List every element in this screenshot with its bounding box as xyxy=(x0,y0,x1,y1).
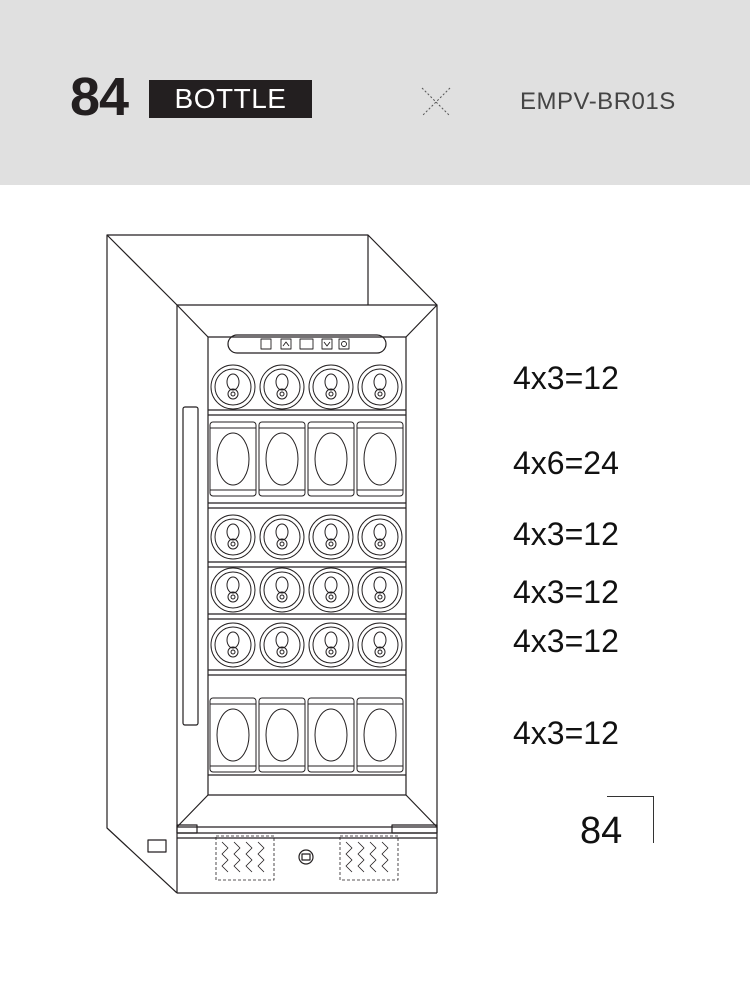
can-3-2 xyxy=(259,514,305,560)
up-arrow-icon xyxy=(280,338,292,350)
can-5-2 xyxy=(259,622,305,668)
vent-grille-left xyxy=(215,835,275,881)
can-6-1 xyxy=(209,697,257,773)
model-number: EMPV-BR01S xyxy=(520,88,676,115)
header-band xyxy=(0,0,750,185)
can-3-1 xyxy=(210,514,256,560)
can-5-4 xyxy=(357,622,403,668)
down-arrow-icon xyxy=(321,338,333,350)
can-1-3 xyxy=(308,364,354,410)
can-4-3 xyxy=(308,567,354,613)
can-2-1 xyxy=(209,421,257,497)
bottle-tag: BOTTLE xyxy=(149,80,312,118)
can-4-1 xyxy=(210,567,256,613)
door-frame xyxy=(176,304,438,828)
can-6-3 xyxy=(307,697,355,773)
vent-grille-right xyxy=(339,835,399,881)
shelf-2-capacity: 4x6=24 xyxy=(513,445,619,481)
can-2-2 xyxy=(258,421,306,497)
control-panel-icons xyxy=(260,338,350,350)
can-3-3 xyxy=(308,514,354,560)
total-bracket xyxy=(607,796,654,843)
shelf-lines xyxy=(208,409,406,776)
can-4-4 xyxy=(357,567,403,613)
bottle-count: 84 xyxy=(70,67,129,127)
cabinet-outline xyxy=(106,234,438,894)
shelf-5-capacity: 4x3=12 xyxy=(513,623,619,659)
can-6-4 xyxy=(356,697,404,773)
control-panel xyxy=(227,334,387,354)
can-2-4 xyxy=(356,421,404,497)
shelf-6-capacity: 4x3=12 xyxy=(513,715,619,751)
door-handle xyxy=(182,406,199,726)
can-5-3 xyxy=(308,622,354,668)
lock-icon xyxy=(298,849,314,865)
total-capacity: 84 xyxy=(580,810,623,852)
base xyxy=(176,824,438,894)
can-2-3 xyxy=(307,421,355,497)
shelf-1-capacity: 4x3=12 xyxy=(513,360,619,396)
display-icon xyxy=(299,338,314,350)
can-1-1 xyxy=(210,364,256,410)
can-4-2 xyxy=(259,567,305,613)
shelf-3-capacity: 4x3=12 xyxy=(513,516,619,552)
shelf-4-capacity: 4x3=12 xyxy=(513,574,619,610)
can-1-2 xyxy=(259,364,305,410)
can-5-1 xyxy=(210,622,256,668)
close-x-icon xyxy=(421,87,451,117)
can-6-2 xyxy=(258,697,306,773)
fan-icon xyxy=(260,338,272,350)
can-1-4 xyxy=(357,364,403,410)
can-3-4 xyxy=(357,514,403,560)
light-icon xyxy=(338,338,350,350)
